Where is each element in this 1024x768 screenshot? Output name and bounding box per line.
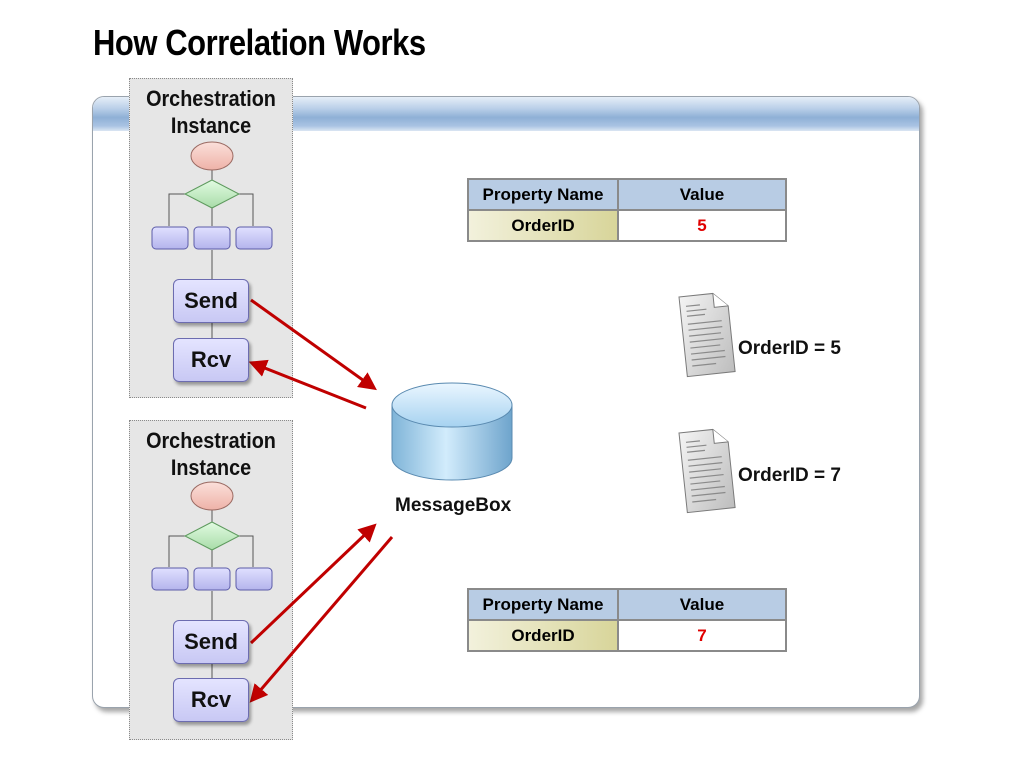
send-shape: Send — [173, 620, 249, 664]
column-header: Value — [617, 588, 787, 621]
column-header: Value — [617, 178, 787, 211]
subscription-table-1: Property Name Value OrderID 5 — [467, 178, 787, 242]
action-shape — [151, 226, 189, 250]
action-shape — [235, 567, 273, 591]
messagebox-label: MessageBox — [395, 495, 512, 516]
start-shape — [190, 141, 234, 171]
table-row: OrderID 7 — [467, 619, 787, 652]
property-value-cell: 5 — [617, 209, 787, 242]
receive-shape: Rcv — [173, 338, 249, 382]
flow-chart-2 — [151, 481, 273, 678]
decision-shape — [183, 179, 241, 209]
message-label-2: OrderID = 7 — [738, 465, 841, 486]
property-name-cell: OrderID — [467, 209, 619, 242]
receive-shape: Rcv — [173, 678, 249, 722]
flow-chart-1 — [151, 141, 273, 338]
table-header-row: Property Name Value — [467, 178, 787, 211]
action-shape — [151, 567, 189, 591]
action-shape — [235, 226, 273, 250]
action-shape — [193, 226, 231, 250]
property-value-cell: 7 — [617, 619, 787, 652]
table-row: OrderID 5 — [467, 209, 787, 242]
column-header: Property Name — [467, 588, 619, 621]
column-header: Property Name — [467, 178, 619, 211]
decision-shape — [183, 521, 241, 551]
start-shape — [190, 481, 234, 511]
orchestration-instance-label: Orchestration Instance — [146, 428, 276, 480]
subscription-table-2: Property Name Value OrderID 7 — [467, 588, 787, 652]
messagebox-to-rcv-arrow-2 — [249, 536, 394, 703]
message-document-icon — [678, 292, 736, 378]
table-header-row: Property Name Value — [467, 588, 787, 621]
send-to-messagebox-arrow-2 — [249, 523, 377, 645]
property-name-cell: OrderID — [467, 619, 619, 652]
messagebox-to-rcv-arrow-1 — [248, 359, 367, 410]
message-arrows — [248, 298, 394, 703]
action-shape — [193, 567, 231, 591]
messagebox-database-icon — [391, 382, 513, 481]
orchestration-instance-label: Orchestration Instance — [146, 86, 276, 138]
send-shape: Send — [173, 279, 249, 323]
send-to-messagebox-arrow-1 — [250, 298, 377, 391]
page-title: How Correlation Works — [93, 22, 426, 63]
message-document-icon — [678, 428, 736, 514]
message-label-1: OrderID = 5 — [738, 338, 841, 359]
